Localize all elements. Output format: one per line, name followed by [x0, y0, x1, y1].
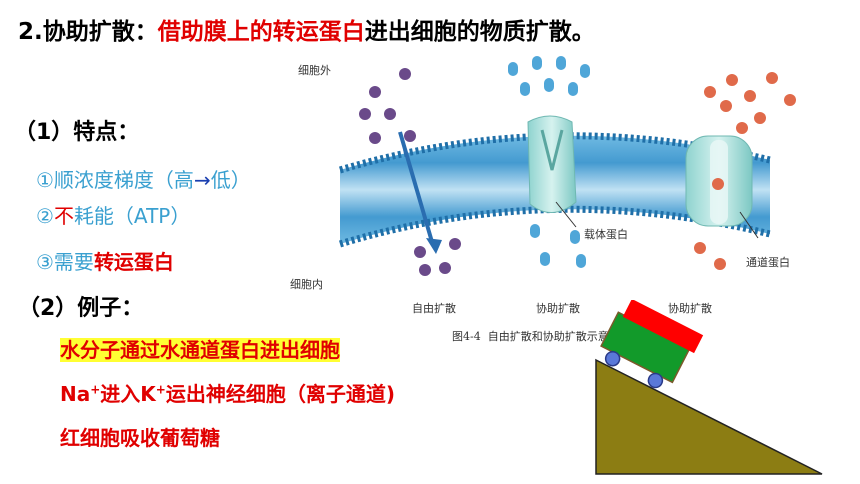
cart: [600, 300, 704, 389]
example-3: 红细胞吸收葡萄糖: [60, 426, 220, 450]
features-label: （1）特点：: [14, 120, 140, 145]
feature-item-2: ②不耗能（ATP）: [36, 204, 191, 228]
page-title: 2.协助扩散：借助膜上的转运蛋白进出细胞的物质扩散。: [18, 19, 595, 45]
label-col2: 协助扩散: [536, 302, 580, 315]
example-2: Na+进入K+运出神经细胞（离子通道): [60, 382, 395, 406]
examples-label: （2）例子：: [18, 296, 144, 321]
diffusion-arrow: [398, 131, 434, 243]
free-diffusion-molecules: [359, 68, 461, 276]
example-1: 水分子通过水通道蛋白进出细胞: [60, 338, 340, 362]
figure-caption: 图4-4 自由扩散和协助扩散示意图: [452, 330, 620, 343]
label-col3: 协助扩散: [668, 302, 712, 315]
ramp: [595, 358, 823, 475]
label-outside: 细胞外: [298, 64, 331, 77]
label-inside: 细胞内: [290, 278, 323, 291]
feature-item-3: ③需要转运蛋白: [36, 250, 174, 274]
label-carrier: 载体蛋白: [584, 228, 628, 241]
channel-protein: [685, 135, 759, 239]
ramp-illustration: [595, 300, 823, 475]
label-col1: 自由扩散: [412, 302, 456, 315]
carrier-protein: [527, 115, 577, 228]
feature-item-1: ①顺浓度梯度（高→低）: [36, 168, 251, 192]
label-channel: 通道蛋白: [746, 256, 790, 269]
channel-molecules: [694, 72, 796, 270]
title-highlight: 借助膜上的转运蛋白: [157, 19, 365, 45]
carrier-molecules: [508, 56, 590, 268]
membrane-diagram: [338, 56, 796, 276]
